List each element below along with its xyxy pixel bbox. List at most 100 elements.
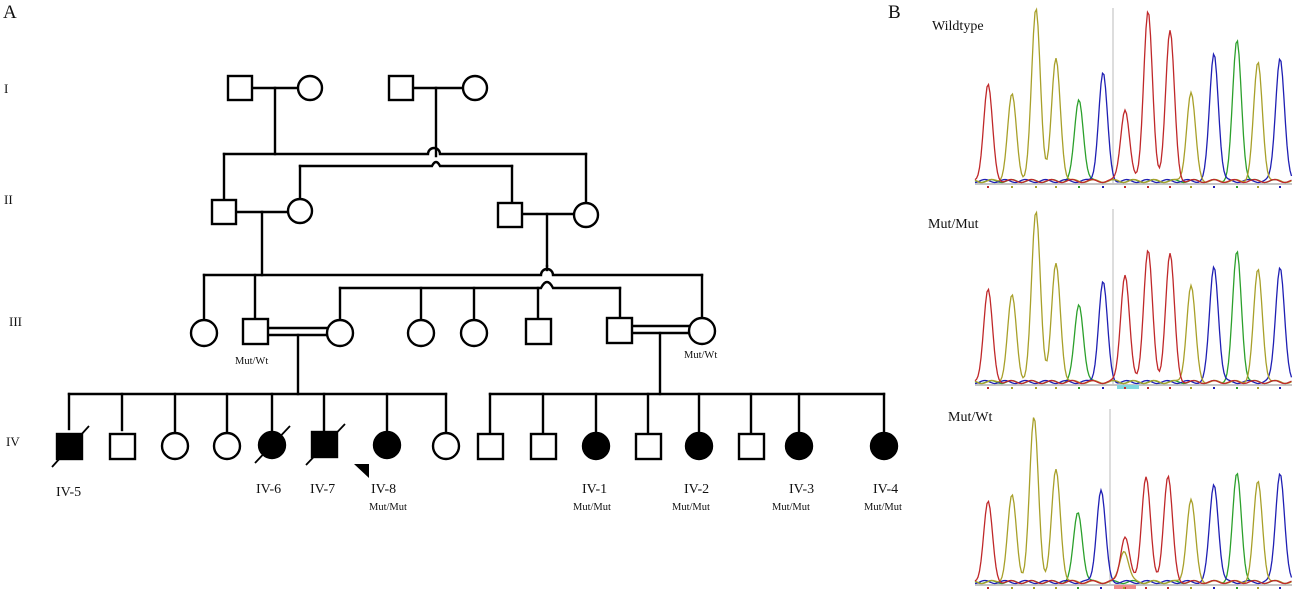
base-call-mark xyxy=(1055,387,1057,389)
i-3-male-symbol xyxy=(387,74,415,102)
base-call-mark xyxy=(1257,587,1259,589)
iii-8-female-symbol xyxy=(687,316,717,346)
iii-3-female-symbol xyxy=(325,318,355,348)
trace-g xyxy=(974,7,1292,184)
base-call-mark xyxy=(1078,387,1080,389)
base-call-mark xyxy=(1147,387,1149,389)
base-call-mark xyxy=(1169,186,1171,188)
panel-b-letter: B xyxy=(888,2,901,23)
base-call-mark xyxy=(1190,587,1192,589)
trace-label-mut-wt: Mut/Wt xyxy=(948,410,992,425)
base-call-mark xyxy=(1124,186,1126,188)
iii-4-female-symbol xyxy=(406,318,436,348)
trace-t xyxy=(974,249,1292,385)
chromatogram-panel: B Wildtype Mut/Mut Mut/Wt xyxy=(888,2,1293,589)
generation-label-i: I xyxy=(4,81,8,96)
base-call-mark xyxy=(1213,587,1215,589)
trace-t xyxy=(974,10,1292,184)
base-call-mark xyxy=(1055,186,1057,188)
generation-label-iii: III xyxy=(9,314,22,329)
iv-male-symbol-b xyxy=(108,432,137,461)
ii-2-female-symbol xyxy=(286,197,314,225)
generation-label-iv: IV xyxy=(6,434,20,449)
i-4-female-symbol xyxy=(461,74,489,102)
trace-c xyxy=(974,265,1293,385)
label-iv-8: IV-8 xyxy=(371,482,396,497)
iii-6-male-symbol xyxy=(524,317,553,346)
genotype-iii-male: Mut/Wt xyxy=(235,356,268,367)
iii-1-female-symbol xyxy=(189,318,219,348)
chromatogram-mut-mut xyxy=(974,209,1293,389)
iv-1-affected-female-symbol xyxy=(581,431,611,461)
genotype-iii-female: Mut/Wt xyxy=(684,350,717,361)
iv-5-deceased-slash xyxy=(51,425,90,468)
trace-c xyxy=(974,472,1293,585)
panel-a-letter: A xyxy=(3,2,17,23)
iv-male-symbol-l xyxy=(634,432,663,461)
iv-6-deceased-slash xyxy=(254,425,291,464)
base-call-mark xyxy=(1011,186,1013,188)
base-call-mark xyxy=(1257,387,1259,389)
base-call-mark xyxy=(1078,186,1080,188)
chromatogram-mut-wt xyxy=(974,409,1293,589)
genotype-iv-4: Mut/Mut xyxy=(864,502,902,513)
genotype-iv-8: Mut/Mut xyxy=(369,502,407,513)
genotype-iv-3: Mut/Mut xyxy=(772,502,810,513)
base-call-mark xyxy=(1279,587,1281,589)
mutation-highlight xyxy=(1117,385,1139,389)
iii-5-female-symbol xyxy=(459,318,489,348)
iv-8-affected-female-symbol xyxy=(372,430,402,460)
base-call-mark xyxy=(1279,186,1281,188)
pedigree-panel: A I II III IV xyxy=(3,2,902,513)
trace-label-wildtype: Wildtype xyxy=(932,19,984,34)
base-call-mark xyxy=(987,186,989,188)
base-call-mark xyxy=(1011,587,1013,589)
iv-7-deceased-slash xyxy=(305,423,346,466)
iv-female-symbol-c xyxy=(160,431,190,461)
iv-male-symbol-i xyxy=(476,432,505,461)
base-call-mark xyxy=(1169,387,1171,389)
iii-7-male-symbol xyxy=(605,316,634,345)
label-iv-2: IV-2 xyxy=(684,482,709,497)
base-call-mark xyxy=(1147,186,1149,188)
i-1-male-symbol xyxy=(226,74,254,102)
base-call-mark xyxy=(1102,186,1104,188)
base-call-mark xyxy=(1236,186,1238,188)
base-call-mark xyxy=(987,387,989,389)
chromatogram-wildtype xyxy=(974,7,1293,188)
base-call-mark xyxy=(1236,387,1238,389)
trace-a xyxy=(974,39,1292,184)
iii-2-male-symbol xyxy=(241,317,270,346)
trace-a xyxy=(974,472,1292,585)
label-iv-5: IV-5 xyxy=(56,485,81,500)
iv-4-affected-female-symbol xyxy=(869,431,899,461)
iv-female-symbol-d xyxy=(212,431,242,461)
proband-arrow-icon xyxy=(354,464,369,478)
base-call-mark xyxy=(1011,387,1013,389)
base-call-mark xyxy=(1102,387,1104,389)
iv-female-symbol-h xyxy=(431,431,461,461)
trace-label-mut-mut: Mut/Mut xyxy=(928,217,979,232)
generation-label-ii: II xyxy=(4,192,13,207)
base-call-mark xyxy=(1213,186,1215,188)
iv-male-symbol-n xyxy=(737,432,766,461)
base-call-mark xyxy=(1190,186,1192,188)
base-call-mark xyxy=(1236,587,1238,589)
base-call-mark xyxy=(1035,387,1037,389)
genotype-iv-1: Mut/Mut xyxy=(573,502,611,513)
base-call-mark xyxy=(1167,587,1169,589)
base-call-mark xyxy=(987,587,989,589)
base-call-mark xyxy=(1033,587,1035,589)
base-call-mark xyxy=(1124,387,1126,389)
base-call-mark xyxy=(1055,587,1057,589)
iv-3-affected-female-symbol xyxy=(784,431,814,461)
base-call-mark xyxy=(1100,587,1102,589)
ii-4-female-symbol xyxy=(572,201,600,229)
iv-2-affected-female-symbol xyxy=(684,431,714,461)
base-call-mark xyxy=(1279,387,1281,389)
iv-male-symbol-j xyxy=(529,432,558,461)
base-call-mark xyxy=(1190,387,1192,389)
ii-1-male-symbol xyxy=(210,198,238,226)
label-iv-4: IV-4 xyxy=(873,482,898,497)
genotype-iv-2: Mut/Mut xyxy=(672,502,710,513)
